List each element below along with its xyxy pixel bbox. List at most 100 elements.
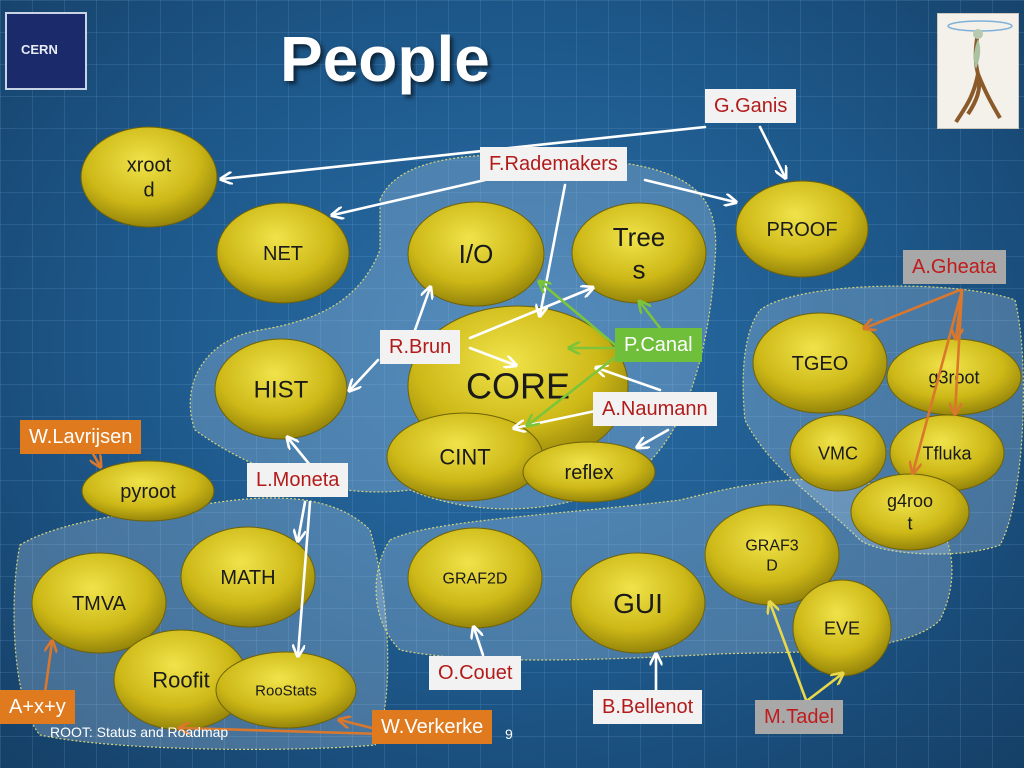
- node-label-roostats: RooStats: [255, 682, 317, 699]
- cern-logo: CERN: [5, 12, 87, 90]
- node-label-math: MATH: [220, 567, 275, 589]
- node-proof: PROOF: [735, 180, 869, 278]
- cern-logo-text: CERN: [21, 42, 58, 57]
- node-pyroot: pyroot: [81, 460, 215, 522]
- node-ellipse-roostats: [215, 651, 357, 729]
- person-label-w-verkerke: W.Verkerke: [372, 710, 493, 744]
- node-ellipse-math: [180, 526, 316, 628]
- arrow-gheata-g4root: [913, 288, 964, 472]
- node-ellipse-io: [407, 201, 545, 307]
- node-reflex: reflex: [522, 441, 656, 503]
- footer-text: ROOT: Status and Roadmap: [50, 724, 229, 740]
- arrow-rademakers-proof: [643, 178, 735, 202]
- node-graf2d: GRAF2D: [407, 527, 543, 629]
- person-label-p-canal: P.Canal: [615, 328, 702, 362]
- arrow-moneta-math: [298, 500, 307, 540]
- node-label-core: CORE: [466, 366, 570, 407]
- node-hist: HIST: [214, 338, 348, 440]
- arrow-lavrijsen-pyroot: [92, 450, 100, 466]
- node-tmva: TMVA: [31, 552, 167, 654]
- arrow-gheata-tfluka: [955, 288, 964, 413]
- arrow-brun-io: [413, 288, 430, 332]
- node-label-gui: GUI: [613, 588, 663, 619]
- arrow-couet-graf2d: [474, 628, 485, 657]
- node-gui: GUI: [570, 552, 706, 654]
- node-net: NET: [216, 202, 350, 304]
- node-ellipse-pyroot: [81, 460, 215, 522]
- node-ellipse-vmc: [789, 414, 887, 492]
- arrow-ganis-xrootd: [222, 125, 707, 179]
- arrow-naumann-reflex: [638, 428, 670, 447]
- node-vmc: VMC: [789, 414, 887, 492]
- root-mascot-image: [937, 13, 1019, 129]
- node-label-graf2d: GRAF2D: [443, 571, 508, 588]
- arrow-canal-cint: [528, 353, 620, 425]
- node-g3root: g3root: [886, 338, 1022, 416]
- person-label-a-naumann: A.Naumann: [593, 392, 717, 426]
- arrow-moneta-hist: [288, 438, 312, 467]
- arrow-gheata-tgeo: [865, 288, 962, 328]
- node-tgeo: TGEO: [752, 312, 888, 414]
- node-label-pyroot: pyroot: [120, 481, 176, 503]
- node-ellipse-xrootd: [80, 126, 218, 228]
- arrow-naumann-core: [597, 368, 662, 392]
- person-label-f-rademakers: F.Rademakers: [480, 147, 627, 181]
- person-label-w-lavrijsen: W.Lavrijsen: [20, 420, 142, 454]
- person-label-r-brun: R.Brun: [380, 330, 461, 364]
- node-ellipse-net: [216, 202, 350, 304]
- node-label-hist: HIST: [254, 376, 309, 403]
- arrow-brun-hist: [350, 358, 380, 390]
- node-ellipse-tmva: [31, 552, 167, 654]
- arrow-rademakers-net: [333, 178, 487, 215]
- node-ellipse-gui: [570, 552, 706, 654]
- page-number: 9: [505, 726, 513, 742]
- arrow-brun-trees: [468, 288, 592, 340]
- node-label-reflex: reflex: [565, 462, 614, 484]
- node-label-tfluka: Tfluka: [922, 443, 972, 463]
- node-label-cint: CINT: [439, 445, 490, 470]
- node-label-io: I/O: [459, 239, 494, 269]
- arrow-ganis-proof: [758, 125, 785, 177]
- arrow-brun-core: [468, 346, 515, 365]
- node-label-roofit: Roofit: [152, 668, 209, 693]
- mascot-figure-icon: [947, 20, 1013, 124]
- node-ellipse-reflex: [522, 441, 656, 503]
- person-label-a-gheata: A.Gheata: [903, 250, 1006, 284]
- person-label-l-moneta: L.Moneta: [247, 463, 349, 497]
- person-label-m-tadel: M.Tadel: [755, 700, 844, 734]
- node-label-vmc: VMC: [818, 443, 858, 463]
- arrow-moneta-roostats: [298, 500, 312, 655]
- node-label-eve: EVE: [824, 618, 860, 638]
- node-label-proof: PROOF: [766, 219, 837, 241]
- arrow-canal-io: [540, 282, 617, 347]
- arrow-canal-trees: [640, 302, 662, 330]
- node-ellipse-g4root: [850, 473, 970, 551]
- node-ellipse-tgeo: [752, 312, 888, 414]
- node-math: MATH: [180, 526, 316, 628]
- node-ellipse-proof: [735, 180, 869, 278]
- node-label-net: NET: [263, 243, 303, 265]
- node-label-tgeo: TGEO: [792, 353, 849, 375]
- slide-title: People: [280, 23, 490, 95]
- arrow-tadel-eve: [806, 674, 842, 702]
- node-eve: EVE: [792, 579, 892, 677]
- node-io: I/O: [407, 201, 545, 307]
- person-label-a-x-y: A+x+y: [0, 690, 75, 724]
- arrow-tadel-graf3d: [770, 603, 808, 702]
- person-label-o-couet: O.Couet: [429, 656, 522, 690]
- node-roostats: RooStats: [215, 651, 357, 729]
- node-label-tmva: TMVA: [72, 593, 127, 615]
- person-label-b-bellenot: B.Bellenot: [593, 690, 703, 724]
- node-label-g3root: g3root: [928, 367, 979, 387]
- arrow-verkerke-roofit: [180, 728, 384, 736]
